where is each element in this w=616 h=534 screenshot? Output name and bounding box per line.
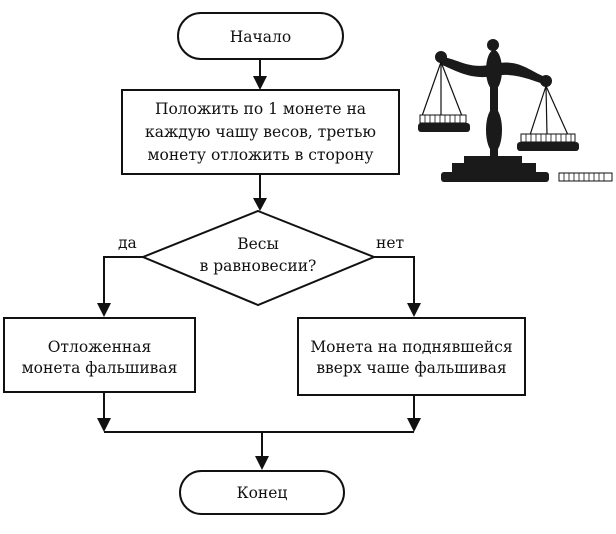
no-label: нет <box>376 234 404 252</box>
merge-connector <box>97 392 421 470</box>
no-result-line-2: вверх чаше фальшивая <box>316 359 506 377</box>
end-label: Конец <box>237 484 288 502</box>
yes-result-line-2: монета фальшивая <box>22 359 178 377</box>
yes-result-box: Отложенная монета фальшивая <box>3 317 196 393</box>
yes-result-line-1: Отложенная <box>48 338 152 356</box>
arrow-process-to-decision <box>253 174 267 211</box>
start-terminal: Начало <box>177 12 344 60</box>
start-label: Начало <box>230 28 291 46</box>
decision-diamond: Весы в равновесии? <box>140 209 377 307</box>
no-branch: нет <box>374 234 421 317</box>
decision-line-2: в равновесии? <box>200 257 317 275</box>
end-terminal: Конец <box>179 470 345 515</box>
no-result-line-1: Монета на поднявшейся <box>310 338 512 356</box>
process-line-1: Положить по 1 монете на <box>155 100 366 118</box>
balance-scale-icon <box>418 39 579 182</box>
decision-line-1: Весы <box>237 235 279 253</box>
process-line-2: каждую чашу весов, третью <box>145 123 376 141</box>
process-line-3: монету отложить в сторону <box>147 146 373 164</box>
coin-icon <box>558 172 613 182</box>
process-box: Положить по 1 монете на каждую чашу весо… <box>121 89 400 175</box>
yes-branch: да <box>97 234 143 317</box>
yes-label: да <box>118 234 137 252</box>
arrow-start-to-process <box>253 59 267 90</box>
no-result-box: Монета на поднявшейся вверх чаше фальшив… <box>297 317 526 396</box>
